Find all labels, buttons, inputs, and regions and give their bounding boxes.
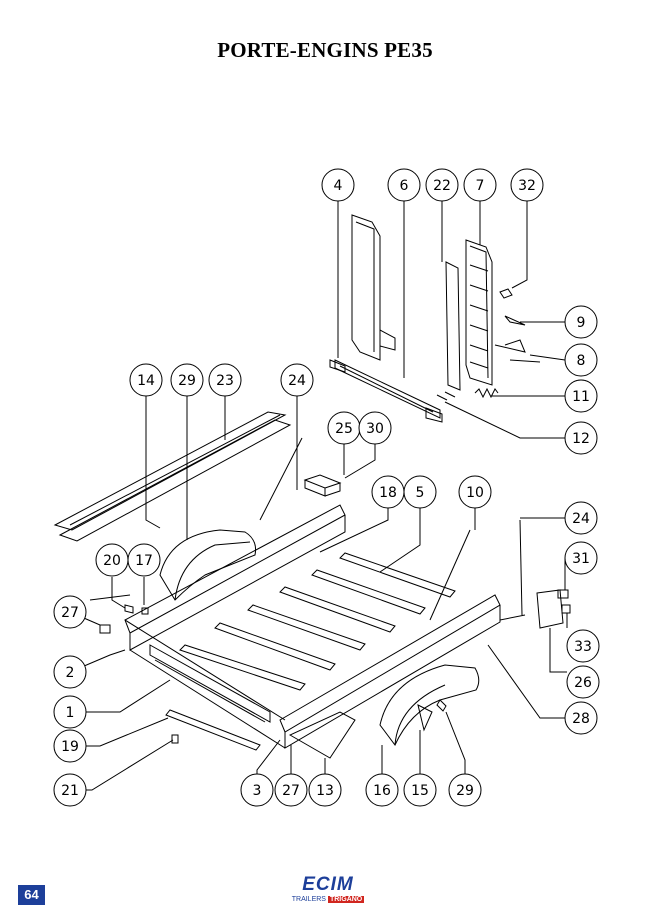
callout-label: 24: [572, 511, 590, 527]
callout-9: 9: [564, 305, 598, 339]
callout-label: 2: [66, 665, 75, 681]
callout-23: 23: [208, 363, 242, 397]
callout-label: 27: [61, 605, 79, 621]
callout-label: 12: [572, 431, 590, 447]
callout-label: 31: [572, 551, 590, 567]
callout-label: 32: [518, 178, 536, 194]
callout-19: 19: [53, 729, 87, 763]
callout-label: 20: [103, 553, 121, 569]
callout-7: 7: [463, 168, 497, 202]
callout-6: 6: [387, 168, 421, 202]
callout-16: 16: [365, 773, 399, 807]
page-number-badge: 64: [18, 885, 45, 905]
callout-4: 4: [321, 168, 355, 202]
callout-label: 17: [135, 553, 153, 569]
callout-17: 17: [127, 543, 161, 577]
callout-22: 22: [425, 168, 459, 202]
callout-28: 28: [564, 701, 598, 735]
callout-24b: 24: [564, 501, 598, 535]
callout-label: 29: [456, 783, 474, 799]
callout-label: 30: [366, 421, 384, 437]
callout-24: 24: [280, 363, 314, 397]
callout-13: 13: [308, 773, 342, 807]
callout-label: 11: [572, 389, 590, 405]
callout-label: 1: [66, 705, 75, 721]
callout-31: 31: [564, 541, 598, 575]
callout-33: 33: [566, 629, 600, 663]
callout-label: 21: [61, 783, 79, 799]
callout-3: 3: [240, 773, 274, 807]
callout-label: 5: [416, 485, 425, 501]
page-title: PORTE-ENGINS PE35: [217, 38, 433, 62]
callout-label: 33: [574, 639, 592, 655]
callout-26: 26: [566, 665, 600, 699]
callout-label: 19: [61, 739, 79, 755]
callout-label: 28: [572, 711, 590, 727]
callout-15: 15: [403, 773, 437, 807]
logo-main-text: ECIM: [302, 874, 354, 895]
callout-29b: 29: [448, 773, 482, 807]
callout-12: 12: [564, 421, 598, 455]
ramp-assembly-drawing: [329, 214, 541, 423]
callout-27: 27: [53, 595, 87, 629]
callout-label: 23: [216, 373, 234, 389]
callout-label: 29: [178, 373, 196, 389]
callout-label: 15: [411, 783, 429, 799]
callout-11: 11: [564, 379, 598, 413]
leader-lines: [69, 200, 568, 791]
callout-label: 10: [466, 485, 484, 501]
callout-label: 26: [574, 675, 592, 691]
callout-18: 18: [371, 475, 405, 509]
callout-label: 27: [282, 783, 300, 799]
callout-29: 29: [170, 363, 204, 397]
callout-label: 22: [433, 178, 451, 194]
callout-8: 8: [564, 343, 598, 377]
callout-group: 4 6 22 7 32 9 8 11 12 14 29 23 24 25 30 …: [53, 168, 600, 807]
callout-label: 25: [335, 421, 353, 437]
rail-drawing: [53, 411, 292, 542]
callout-label: 13: [316, 783, 334, 799]
callout-20: 20: [95, 543, 129, 577]
callout-label: 9: [577, 315, 586, 331]
callout-label: 4: [334, 178, 343, 194]
callout-1: 1: [53, 695, 87, 729]
logo-brand-text: TRIGANO: [327, 896, 365, 903]
rod-drawing: [259, 437, 303, 521]
callout-14: 14: [129, 363, 163, 397]
callout-label: 8: [577, 353, 586, 369]
chassis-frame-drawing: [124, 504, 526, 759]
callout-label: 3: [253, 783, 262, 799]
callout-label: 18: [379, 485, 397, 501]
callout-30: 30: [358, 411, 392, 445]
callout-27b: 27: [274, 773, 308, 807]
callout-label: 14: [137, 373, 155, 389]
callout-2: 2: [53, 655, 87, 689]
logo-sub-text: TRAILERS: [291, 896, 326, 903]
callout-label: 7: [476, 178, 485, 194]
callout-32: 32: [510, 168, 544, 202]
callout-21: 21: [53, 773, 87, 807]
callout-10: 10: [458, 475, 492, 509]
callout-label: 6: [400, 178, 409, 194]
callout-label: 24: [288, 373, 306, 389]
callout-25: 25: [327, 411, 361, 445]
callout-5: 5: [403, 475, 437, 509]
callout-label: 16: [373, 783, 391, 799]
